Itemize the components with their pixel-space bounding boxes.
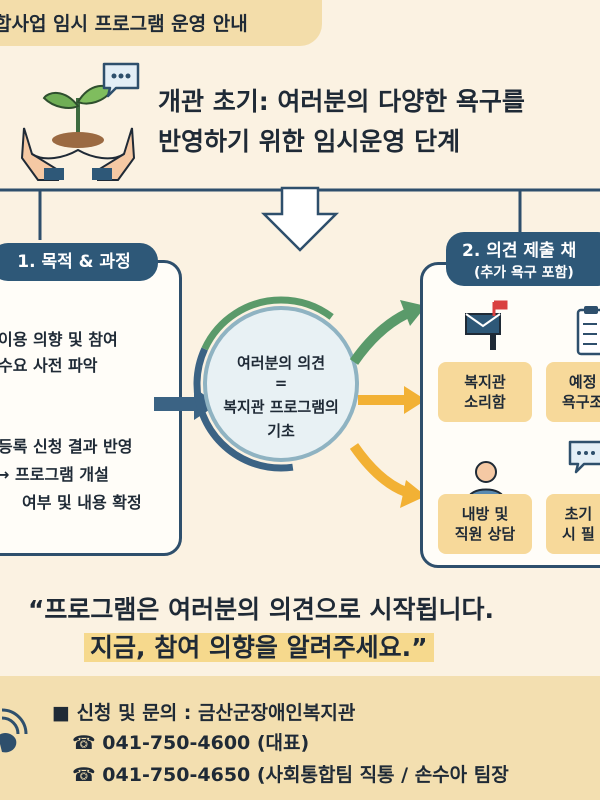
card-line: 초기 (564, 504, 593, 523)
checklist-icon (576, 306, 600, 356)
mailbox-icon (465, 300, 508, 350)
card-line: 욕구조 (562, 393, 600, 411)
section2-subtitle: (추가 욕구 포함) (474, 265, 574, 281)
section2-title: 2. 의견 제출 채 (462, 241, 577, 261)
chat-bubble-icon (568, 440, 600, 474)
contact-label: ■ 신청 및 문의 : 금산군장애인복지관 (52, 702, 356, 724)
contact-band (0, 676, 600, 800)
card-line: 직원 상담 (454, 525, 516, 543)
sprout-hands-icon (20, 84, 136, 181)
section2-header (446, 232, 600, 286)
intro-line-2: 반영하기 위한 임시운영 단계 (158, 127, 461, 156)
purpose-item: → 프로그램 개설 (0, 465, 109, 484)
phone-signal-icon (0, 708, 28, 753)
flow-connector (0, 186, 600, 252)
quote-line-1: “프로그램은 여러분의 의견으로 시작됩니다. (28, 595, 495, 624)
card-line: 시 필 (562, 525, 595, 543)
quote-line-2-wrap: 지금, 참여 의향을 알려주세요.” (84, 628, 434, 664)
purpose-item: 여부 및 내용 확정 (22, 493, 142, 512)
card-line: 내방 및 (461, 504, 509, 523)
center-line-1: 여러분의 의견 (236, 354, 326, 372)
center-line-3: 복지관 프로그램의 (223, 398, 339, 416)
center-circle (203, 306, 359, 462)
card-line: 예정 (568, 372, 597, 391)
quote-line-2: 지금, 참여 의향을 알려주세요.” (84, 633, 434, 662)
intro-line-1: 개관 초기: 여러분의 다양한 욕구를 (158, 87, 525, 116)
phone-direct[interactable]: ☎ 041-750-4650 (사회통합팀 직통 / 손수아 팀장 (72, 764, 509, 786)
card-line: 소리함 (464, 393, 506, 411)
purpose-item: 이용 의향 및 참여 (0, 330, 118, 349)
card-line: 복지관 (464, 372, 506, 391)
purpose-item: 수요 사전 파악 (0, 356, 98, 375)
banner-title: 합사업 임시 프로그램 운영 안내 (0, 13, 248, 35)
purpose-item: 등록 신청 결과 반영 (0, 437, 133, 456)
branch-arrows (350, 300, 426, 508)
speech-bubble-icon (102, 62, 140, 98)
down-arrow-icon (260, 186, 340, 252)
center-line-2: = (274, 374, 288, 392)
phone-main[interactable]: ☎ 041-750-4600 (대표) (72, 732, 310, 754)
cycle-ring (193, 296, 369, 472)
center-line-4: 기초 (267, 422, 295, 440)
header-banner: 합사업 임시 프로그램 운영 안내 (0, 0, 322, 46)
section1-title: 1. 목적 & 과정 (0, 243, 158, 281)
